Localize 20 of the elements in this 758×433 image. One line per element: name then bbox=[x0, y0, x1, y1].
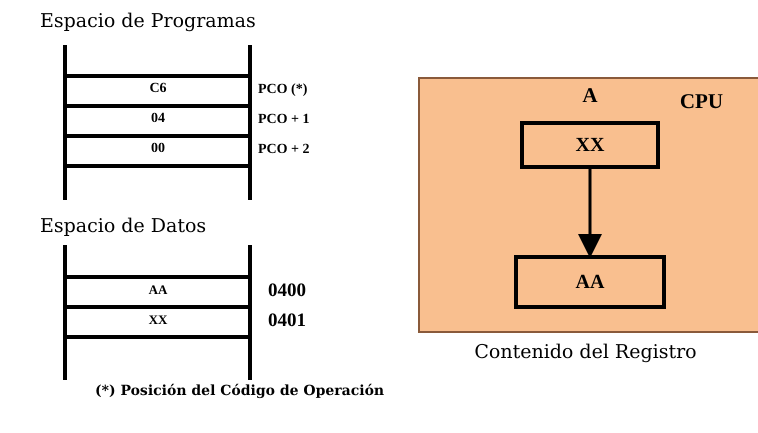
memory-cell: XX bbox=[65, 305, 251, 339]
memory-cell: C6 bbox=[65, 74, 251, 108]
arrow bbox=[578, 169, 602, 258]
node-label: Contenido del Registro bbox=[473, 341, 698, 363]
address-label: PCO (*) bbox=[258, 82, 308, 98]
cpu-title: CPU bbox=[680, 89, 723, 114]
register-box: XX bbox=[520, 121, 660, 169]
memory-cell: AA bbox=[65, 275, 251, 309]
footnote: (*) Posición del Código de Operación bbox=[95, 383, 384, 399]
memory-cell: 00 bbox=[65, 134, 251, 168]
column-heading: Espacio de Datos bbox=[40, 215, 206, 237]
register-box: AA bbox=[514, 255, 666, 309]
memory-cell: 04 bbox=[65, 104, 251, 138]
address-label: PCO + 1 bbox=[258, 112, 310, 128]
cpu-box bbox=[418, 77, 758, 333]
address-label: 0400 bbox=[268, 280, 306, 302]
address-label: 0401 bbox=[268, 310, 306, 332]
address-label: PCO + 2 bbox=[258, 142, 310, 158]
register-name: A bbox=[582, 83, 598, 108]
column-heading: Espacio de Programas bbox=[40, 10, 256, 32]
